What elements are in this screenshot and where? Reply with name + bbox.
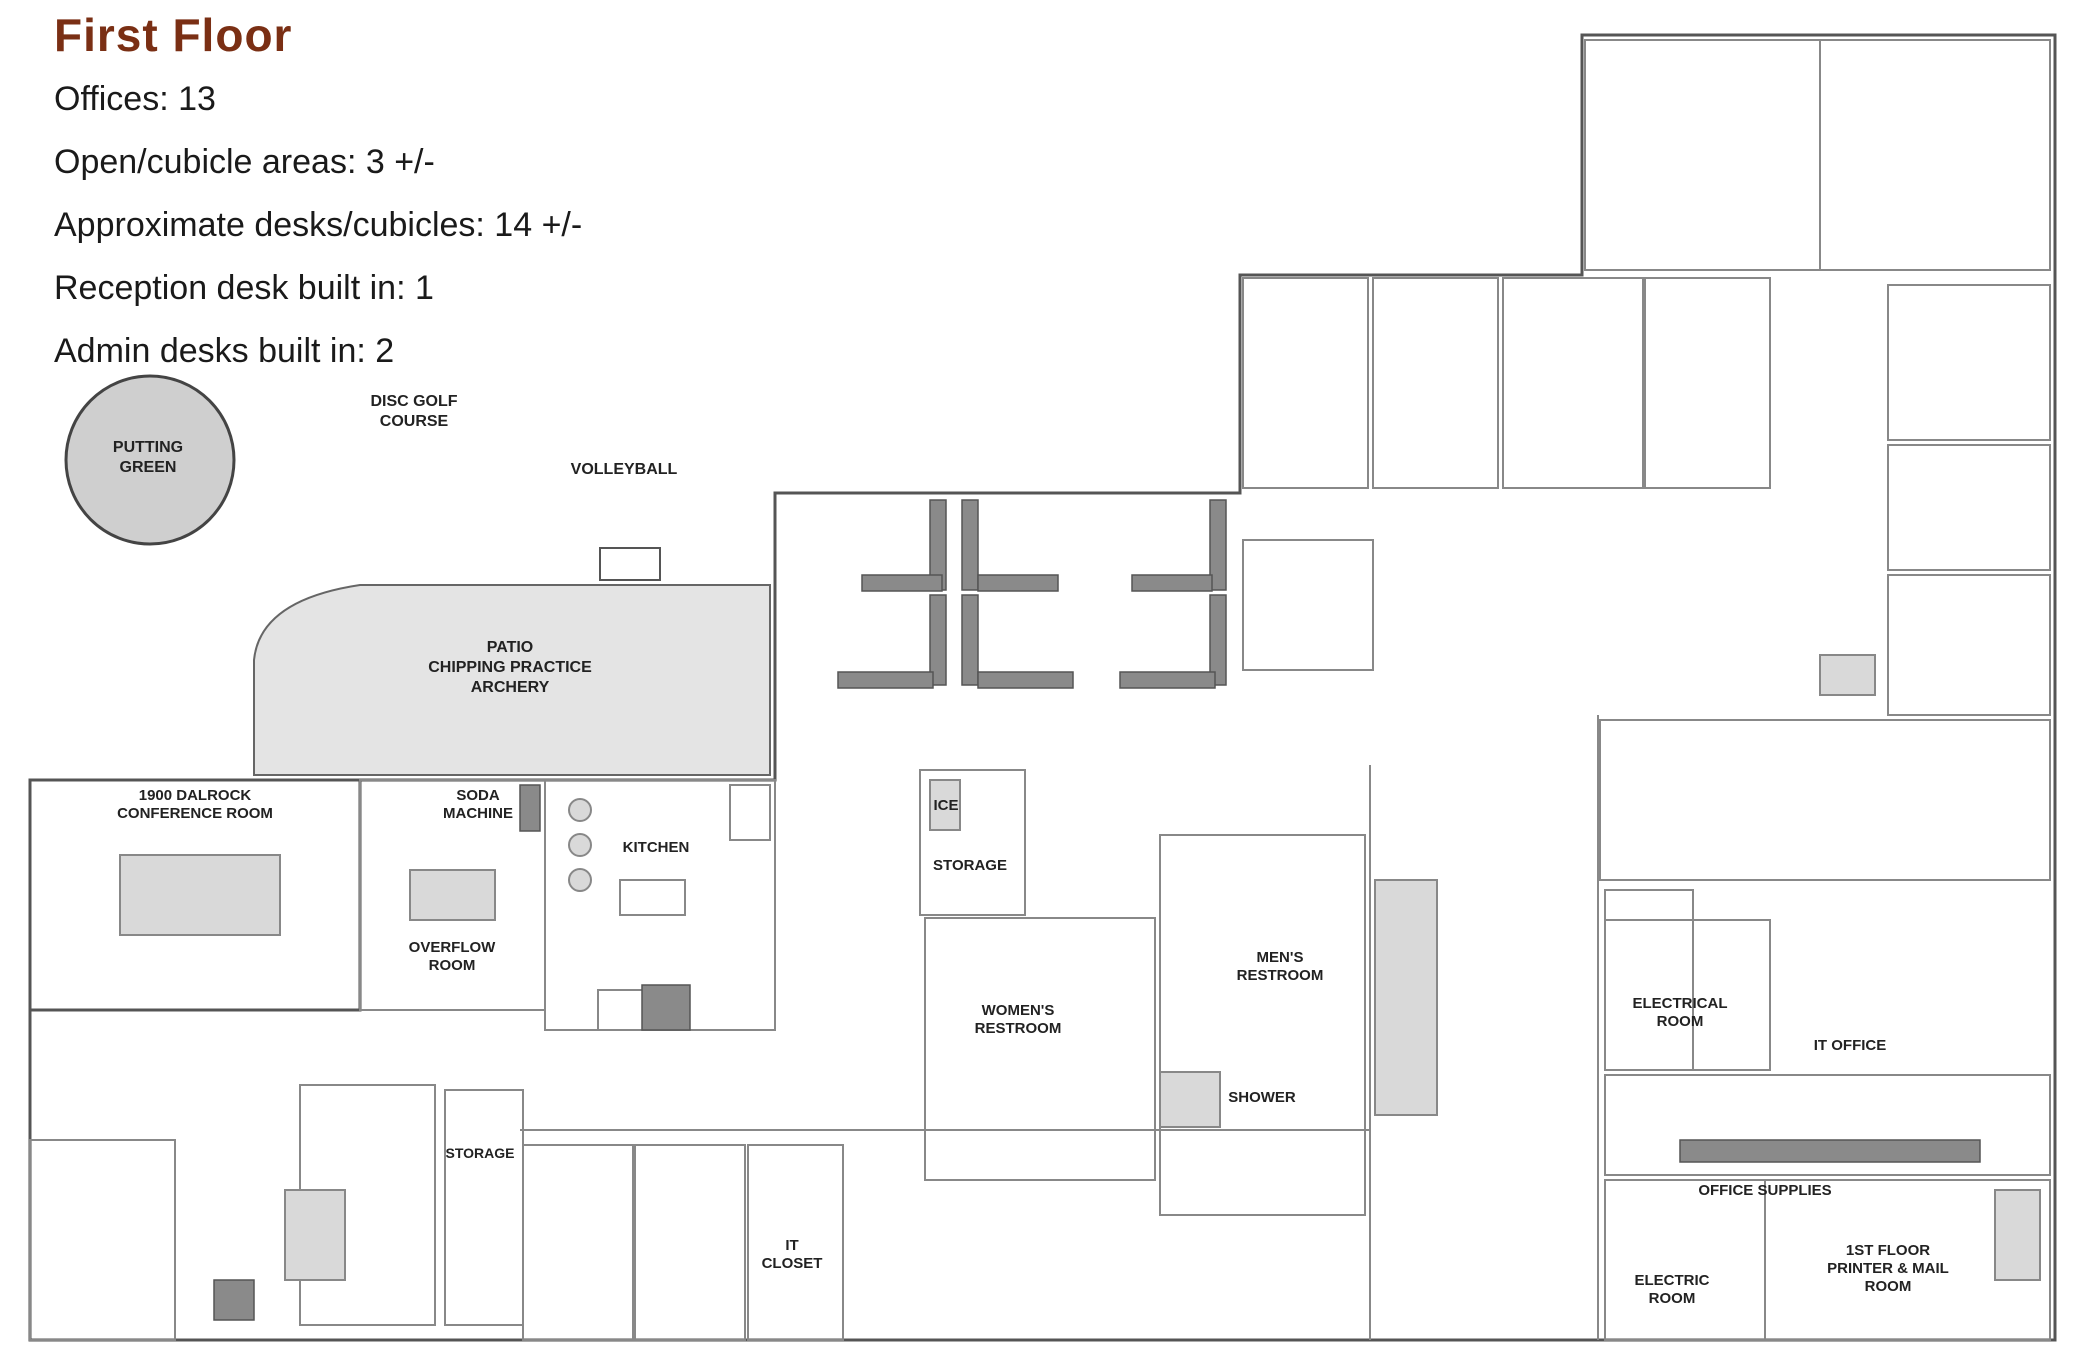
soda-label-2: MACHINE — [443, 805, 513, 822]
stat-open-areas: Open/cubicle areas: 3 +/- — [54, 143, 435, 181]
restroom-block — [919, 769, 1438, 1216]
patio-label-1: PATIO — [487, 639, 534, 656]
volleyball-label: VOLLEYBALL — [571, 461, 678, 478]
patio-area — [253, 584, 771, 776]
printer-mail-label-3: ROOM — [1865, 1278, 1912, 1295]
it-closet-label-2: CLOSET — [762, 1255, 823, 1272]
north-offices — [1242, 39, 2051, 716]
electric-label-2: ROOM — [1649, 1290, 1696, 1307]
west-wing — [28, 778, 776, 1031]
conference-label-2: CONFERENCE ROOM — [117, 805, 273, 822]
storage-label: STORAGE — [933, 857, 1007, 874]
floor-header: First Floor Offices: 13 Open/cubicle are… — [54, 8, 582, 383]
mens-label-1: MEN'S — [1257, 949, 1304, 966]
page-title: First Floor — [54, 9, 293, 61]
cubicle-cluster-north — [837, 499, 1227, 689]
electric-label-1: ELECTRIC — [1635, 1272, 1710, 1289]
shower-label: SHOWER — [1228, 1089, 1296, 1106]
womens-label-2: RESTROOM — [975, 1020, 1062, 1037]
kitchen-label: KITCHEN — [623, 839, 690, 856]
printer-mail-label-2: PRINTER & MAIL — [1827, 1260, 1949, 1277]
ice-label: ICE — [933, 797, 958, 814]
south-rooms — [29, 1084, 844, 1341]
overflow-label-1: OVERFLOW — [409, 939, 497, 956]
stat-offices: Offices: 13 — [54, 80, 216, 118]
mens-label-2: RESTROOM — [1237, 967, 1324, 984]
soda-label-1: SODA — [456, 787, 500, 804]
womens-label-1: WOMEN'S — [982, 1002, 1055, 1019]
patio-label-2: CHIPPING PRACTICE — [428, 659, 592, 676]
putting-green — [64, 374, 236, 546]
it-office-label: IT OFFICE — [1814, 1037, 1887, 1054]
disc-golf-label-1: DISC GOLF — [370, 393, 457, 410]
office-supplies-label: OFFICE SUPPLIES — [1698, 1182, 1831, 1199]
putting-green-label-2: GREEN — [120, 459, 177, 476]
volleyball-net-icon — [599, 547, 661, 581]
conference-label-1: 1900 DALROCK — [139, 787, 252, 804]
stat-admin: Admin desks built in: 2 — [54, 332, 395, 370]
disc-golf-label-2: COURSE — [380, 413, 449, 430]
it-closet-label-1: IT — [785, 1237, 798, 1254]
east-wing — [1599, 654, 2051, 1341]
patio-label-3: ARCHERY — [471, 679, 550, 696]
electrical-label-2: ROOM — [1657, 1013, 1704, 1030]
storage2-label: STORAGE — [446, 1145, 515, 1161]
stat-reception: Reception desk built in: 1 — [54, 269, 434, 307]
electrical-label-1: ELECTRICAL — [1633, 995, 1728, 1012]
printer-mail-label-1: 1ST FLOOR — [1846, 1242, 1930, 1259]
overflow-label-2: ROOM — [429, 957, 476, 974]
building-outline — [28, 33, 2057, 1342]
stat-desks: Approximate desks/cubicles: 14 +/- — [54, 206, 583, 244]
putting-green-label-1: PUTTING — [113, 439, 183, 456]
central-walls — [520, 715, 1599, 1340]
